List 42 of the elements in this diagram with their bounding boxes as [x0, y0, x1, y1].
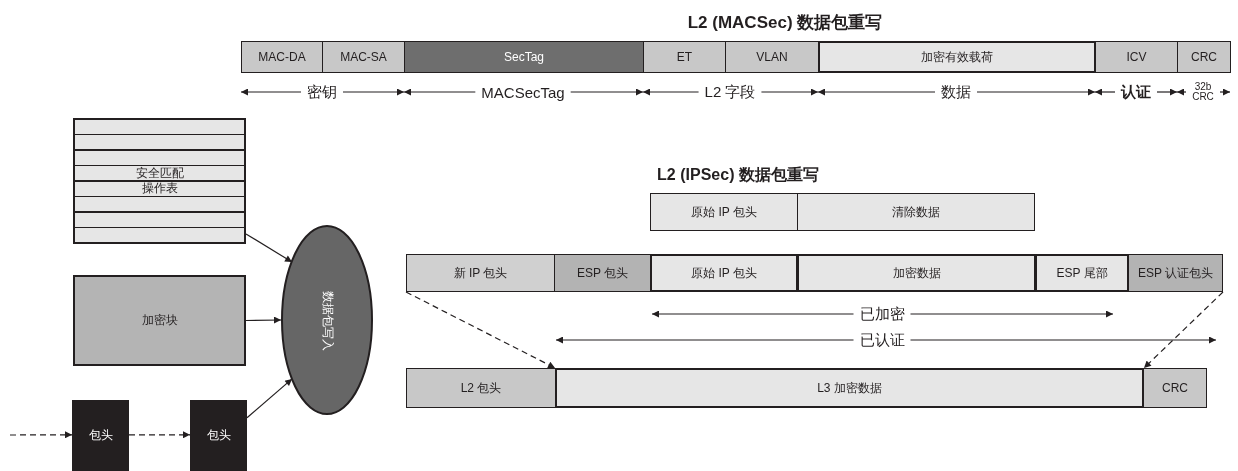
table-drawing [73, 118, 246, 244]
packet-field: MAC-DA [241, 41, 323, 73]
header-block: 包头 [190, 400, 247, 471]
packet-field: 加密有效载荷 [818, 41, 1096, 73]
dashed-arrow [128, 431, 191, 439]
packet-field: ESP 尾部 [1035, 254, 1129, 292]
packet-field: CRC [1143, 368, 1207, 408]
packet-field: ICV [1095, 41, 1178, 73]
dimension-label: L2 字段 [704, 82, 756, 102]
dashed-arrow [9, 431, 73, 439]
dimension-label: 密钥 [307, 82, 337, 102]
packet-field: L3 加密数据 [555, 368, 1144, 408]
arrow [245, 316, 282, 324]
header-block: 包头 [72, 400, 129, 471]
packet-field: SecTag [404, 41, 644, 73]
packet-field: MAC-SA [322, 41, 405, 73]
packet-field: 加密数据 [797, 254, 1036, 292]
process-box: 加密块 [73, 275, 246, 366]
node-label: 数据包写入 [319, 290, 336, 350]
arrow [245, 233, 293, 263]
table-title: 安全匹配操作表 [134, 166, 185, 196]
packet-field: ESP 认证包头 [1128, 254, 1223, 292]
packet-field: 新 IP 包头 [406, 254, 555, 292]
packet-field: ET [643, 41, 726, 73]
dimension-label: 已认证 [859, 330, 905, 350]
dimension-label: MACSecTag [481, 83, 565, 101]
dashed-arrow [1143, 291, 1224, 369]
packet-field: 原始 IP 包头 [650, 193, 798, 231]
section-title: L2 (IPSec) 数据包重写 [657, 164, 819, 185]
packet-field: L2 包头 [406, 368, 556, 408]
packet-field: 清除数据 [797, 193, 1035, 231]
packet-field: ESP 包头 [554, 254, 651, 292]
dashed-arrow [405, 291, 556, 369]
dimension-label: 已加密 [859, 304, 905, 324]
packet-field: CRC [1177, 41, 1231, 73]
dimension-label: 32b CRC [1192, 82, 1214, 102]
section-title: L2 (MACSec) 数据包重写 [687, 11, 883, 34]
packet-field: VLAN [725, 41, 819, 73]
arrow [246, 378, 293, 419]
dimension-label: 数据 [941, 82, 971, 102]
dimension-label: 认证 [1121, 82, 1151, 102]
packet-field: 原始 IP 包头 [650, 254, 798, 292]
